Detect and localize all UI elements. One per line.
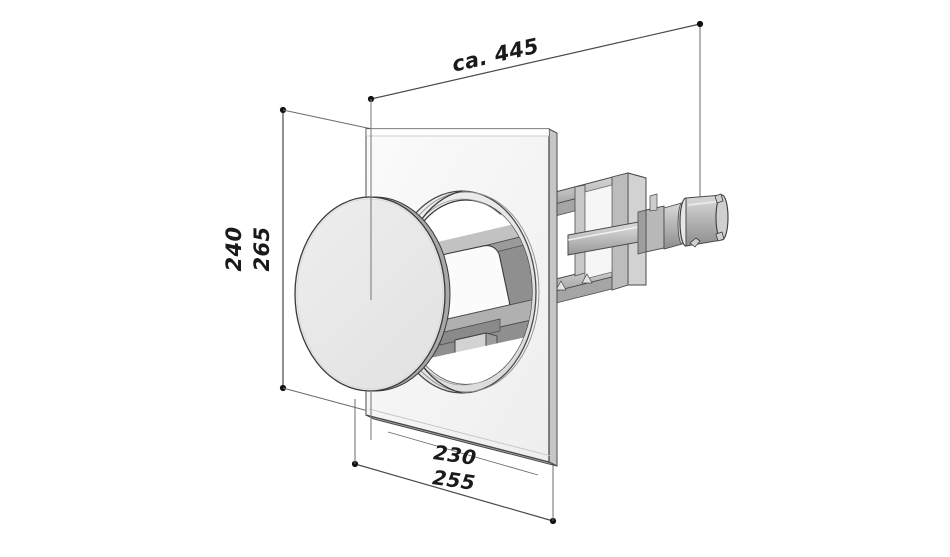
dimension-line-depth: [370, 23, 701, 100]
shaft-bearing-block: [645, 205, 665, 253]
disc-inner-edge: [296, 198, 444, 390]
dimension-label-plate-outer-width: 255: [431, 465, 477, 495]
plate-bevel-top: [366, 129, 549, 136]
dimension-label-plate-inner-width: 230: [432, 440, 478, 470]
actuator-tab-side: [715, 231, 725, 242]
cover-disc-assembly: [294, 196, 451, 392]
frame-inner-strut: [574, 184, 586, 277]
extension-line-outer-height-bottom: [282, 387, 373, 413]
dimension-dot-depth-right: [696, 20, 704, 28]
plate-edge-right: [548, 128, 558, 467]
bearing-tab: [649, 193, 658, 212]
dimension-plate-inner-width: 230: [387, 431, 539, 476]
dimension-plate-inner-height: 240: [222, 226, 246, 271]
dimension-plate-outer-width: 255: [351, 399, 557, 525]
dimension-line-inner-width: [387, 431, 539, 476]
actuator-tab-upper: [714, 193, 724, 204]
rail-notch-1: [555, 280, 567, 291]
rail-notch-2: [581, 273, 593, 284]
plate-inner-fold: [368, 408, 552, 457]
extension-line-outer-height-top: [282, 109, 373, 130]
actuator-tab-lower: [689, 237, 701, 248]
dimension-plate-outer-height: 265: [250, 106, 373, 413]
dimension-label-plate-outer-height: 265: [250, 226, 274, 271]
shaft-bearing-side: [637, 209, 647, 255]
dimension-label-plate-inner-height: 240: [222, 226, 246, 271]
dimension-line-outer-width: [354, 463, 554, 522]
disc-face: [294, 196, 446, 392]
